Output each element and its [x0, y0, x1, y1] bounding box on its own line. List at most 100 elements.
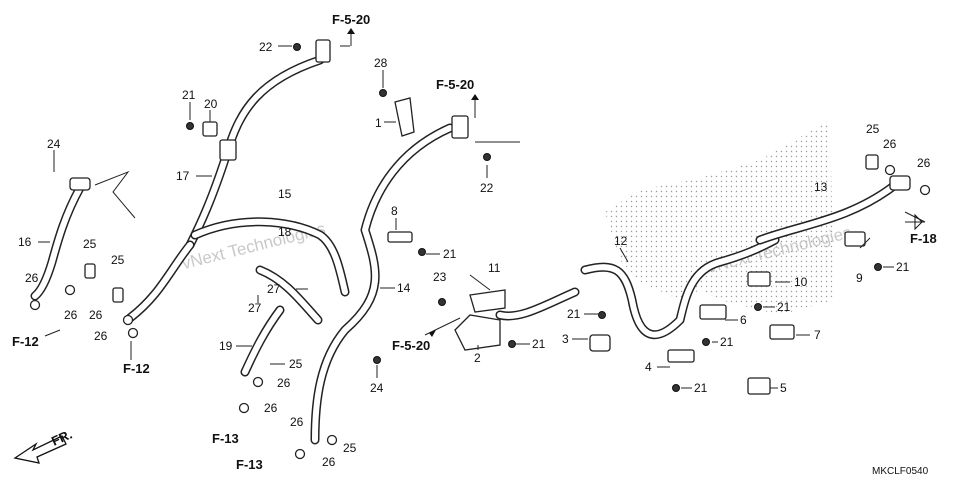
clip-20: [202, 121, 218, 137]
callout-27: 27: [267, 282, 281, 296]
callout-20: 20: [204, 97, 218, 111]
callout-26: 26: [264, 401, 278, 415]
bolt-21-clip4: [672, 384, 680, 392]
clip-9: [844, 231, 866, 247]
bolt-21-top: [186, 122, 194, 130]
callout-17: 17: [176, 169, 190, 183]
callout-26: 26: [917, 156, 931, 170]
callout-25: 25: [343, 441, 357, 455]
washer-26-d: [127, 327, 139, 339]
ref-F-13: F-13: [236, 457, 263, 472]
hose-27-mid: [255, 265, 323, 325]
callout-25: 25: [83, 237, 97, 251]
callout-24: 24: [47, 137, 61, 151]
bolt-28: [379, 89, 387, 97]
bolt-25-c: [865, 154, 879, 170]
bolt-23: [438, 298, 446, 306]
callout-8: 8: [391, 204, 398, 218]
callout-26: 26: [94, 329, 108, 343]
callout-25: 25: [289, 357, 303, 371]
callout-26: 26: [883, 137, 897, 151]
callout-3: 3: [562, 332, 569, 346]
callout-14: 14: [397, 281, 411, 295]
callout-21: 21: [567, 307, 581, 321]
callout-21: 21: [694, 381, 708, 395]
washer-26-a: [29, 299, 41, 311]
front-label: FR.: [49, 427, 74, 449]
callout-19: 19: [219, 339, 233, 353]
hose-17: [185, 55, 325, 250]
callout-26: 26: [290, 415, 304, 429]
reference-arrows: [347, 28, 925, 337]
bracket-11: [469, 289, 506, 313]
washer-26-c: [122, 314, 134, 326]
bolt-21-clip9: [874, 263, 882, 271]
clip-3: [589, 334, 611, 352]
callout-25: 25: [866, 122, 880, 136]
joint-8: [387, 231, 413, 243]
ref-F-5-20: F-5-20: [332, 12, 370, 27]
callout-26: 26: [89, 308, 103, 322]
ref-F-5-20: F-5-20: [392, 338, 430, 353]
bracket-2: [454, 314, 501, 351]
bolt-21-clip2: [508, 340, 516, 348]
bolt-21-clip10: [754, 303, 762, 311]
bolt-22-top: [293, 43, 301, 51]
hose-14: [310, 123, 455, 445]
callout-15: 15: [278, 187, 292, 201]
front-direction-arrow: FR.: [13, 427, 74, 464]
bolt-25-b: [112, 287, 124, 303]
ref-F-18: F-18: [910, 231, 937, 246]
clip-10: [747, 271, 771, 287]
hose-19: [240, 305, 285, 377]
callout-4: 4: [645, 360, 652, 374]
fitting-top-bracket: [315, 39, 331, 63]
callout-12: 12: [614, 234, 628, 248]
callout-6: 6: [740, 313, 747, 327]
callout-21: 21: [896, 260, 910, 274]
callout-24: 24: [370, 381, 384, 395]
callout-21: 21: [182, 88, 196, 102]
callouts: 22 F-5-20 28 F-5-20 21 20 1 24 17 22 15 …: [12, 12, 937, 472]
callout-5: 5: [780, 381, 787, 395]
washer-26-f: [238, 402, 250, 414]
ref-F-13: F-13: [212, 431, 239, 446]
hose-13: [755, 180, 900, 245]
bolt-22-mid: [483, 153, 491, 161]
ref-F-12: F-12: [123, 361, 150, 376]
callout-21: 21: [720, 335, 734, 349]
bolt-21-mid: [418, 248, 426, 256]
callout-16: 16: [18, 235, 32, 249]
bolt-24-lower: [373, 356, 381, 364]
bolt-21-clip6: [702, 338, 710, 346]
fitting-13: [889, 175, 911, 191]
clip-7: [769, 324, 795, 340]
fitting-mid-bracket: [451, 115, 469, 139]
callout-27: 27: [248, 301, 262, 315]
callout-13: 13: [814, 180, 828, 194]
clip-5: [747, 377, 771, 395]
diagram-code: MKCLF0540: [872, 466, 929, 477]
callout-26: 26: [25, 271, 39, 285]
callout-21: 21: [532, 337, 546, 351]
callout-22: 22: [480, 181, 494, 195]
callout-26: 26: [277, 376, 291, 390]
callout-22: 22: [259, 40, 273, 54]
callout-28: 28: [374, 56, 388, 70]
callout-7: 7: [814, 328, 821, 342]
callout-11: 11: [488, 261, 501, 275]
bolt-21-clip3: [598, 311, 606, 319]
callout-18: 18: [278, 225, 292, 239]
callout-26: 26: [64, 308, 78, 322]
washer-26-e: [252, 376, 264, 388]
callout-25: 25: [111, 253, 125, 267]
callout-10: 10: [794, 275, 808, 289]
hose-front-lower: [125, 240, 195, 323]
ref-F-5-20: F-5-20: [436, 77, 474, 92]
ref-F-12: F-12: [12, 334, 39, 349]
callout-21: 21: [777, 300, 791, 314]
callout-21: 21: [443, 247, 457, 261]
clip-6: [699, 304, 727, 320]
callout-23: 23: [433, 270, 447, 284]
bolt-25-a: [84, 263, 96, 279]
